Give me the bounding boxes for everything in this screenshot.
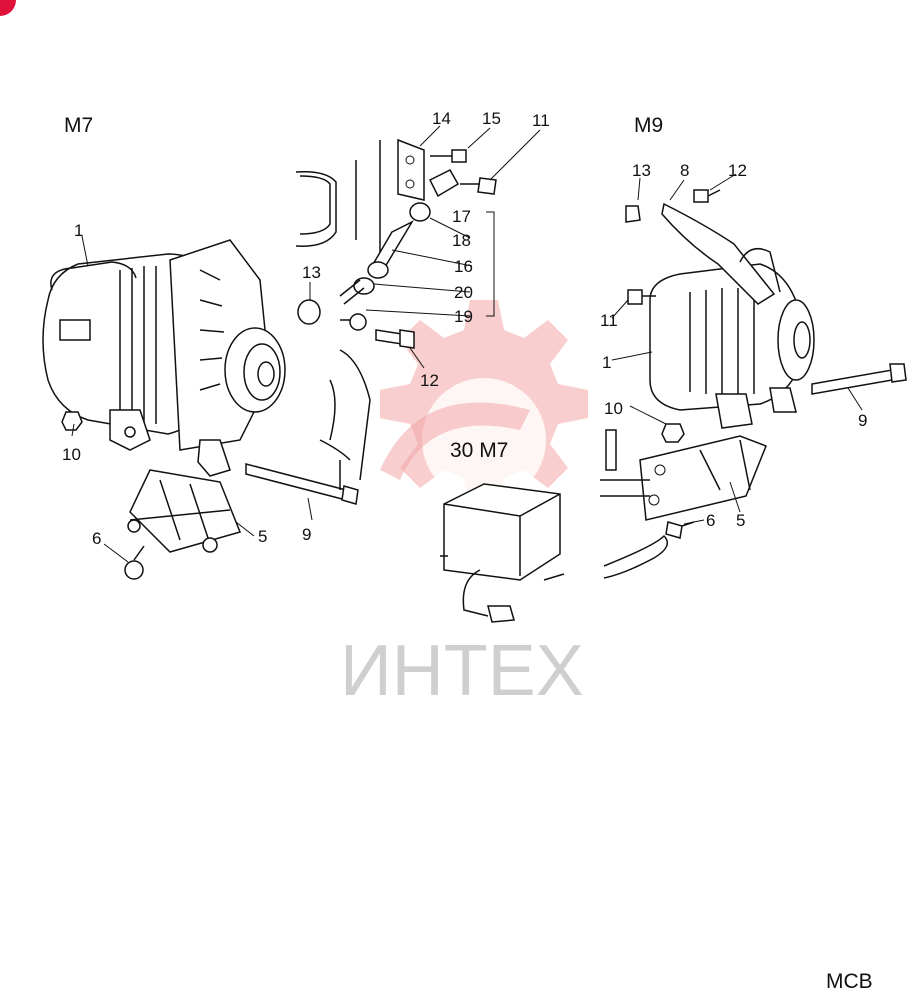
long-bolt-9-left [245, 463, 359, 505]
bracket-5-left [127, 469, 242, 553]
watermark-gear [380, 300, 588, 508]
bracket-14 [397, 138, 425, 201]
callout-6-right: 6 [706, 511, 715, 530]
nut-10-right [661, 423, 685, 443]
callout-12-center: 12 [420, 371, 439, 390]
module-label-30-m7: 30 M7 [450, 439, 508, 462]
callout-13-right: 13 [632, 161, 651, 180]
bolt-12-center [375, 329, 415, 349]
nut-10-left [61, 411, 83, 431]
callout-9-right: 9 [858, 411, 867, 430]
callout-8: 8 [680, 161, 689, 180]
watermark-text: ИНТЕХ [340, 631, 584, 711]
bolt-6-left [124, 545, 145, 580]
bolt-12-right [693, 189, 721, 203]
callout-9-left: 9 [302, 525, 311, 544]
corner-badge [0, 0, 16, 16]
alternator-m9 [649, 263, 815, 429]
callout-13-left: 13 [302, 263, 321, 282]
label-m9: M9 [634, 114, 663, 137]
callout-1-right: 1 [602, 353, 611, 372]
engine-block-outline [295, 140, 381, 490]
spacer-13-left [297, 299, 321, 325]
regulator-module-30 [440, 483, 565, 623]
callout-11-right: 11 [600, 311, 618, 330]
bolt-15 [430, 149, 467, 163]
adjust-bracket-8 [661, 202, 781, 305]
callout-17: 17 [452, 207, 471, 226]
callout-12-right: 12 [728, 161, 747, 180]
alternator-m7 [42, 239, 286, 477]
callout-5-right: 5 [736, 511, 745, 530]
long-bolt-9-right [811, 363, 907, 395]
bracket-5-right [639, 435, 767, 521]
spacer-13-right [625, 205, 641, 223]
callout-19: 19 [454, 307, 473, 326]
callout-10-left: 10 [62, 445, 81, 464]
callout-5-left: 5 [258, 527, 267, 546]
callout-10-right: 10 [604, 399, 623, 418]
label-m7: M7 [64, 114, 93, 137]
leader-lines [71, 125, 863, 563]
callout-14: 14 [432, 109, 451, 128]
bolt-11-center [460, 177, 497, 195]
callout-11-center: 11 [532, 111, 550, 130]
callout-1-left: 1 [74, 221, 83, 240]
adjuster-stack [339, 169, 460, 331]
engine-mount-right [600, 429, 669, 579]
callout-18: 18 [452, 231, 471, 250]
callout-6-left: 6 [92, 529, 101, 548]
callout-20: 20 [454, 283, 473, 302]
bolt-6-right [665, 521, 695, 539]
callout-16: 16 [454, 257, 473, 276]
callout-15: 15 [482, 109, 501, 128]
bolt-11-right [627, 289, 656, 305]
corner-code: MCB [826, 970, 873, 993]
